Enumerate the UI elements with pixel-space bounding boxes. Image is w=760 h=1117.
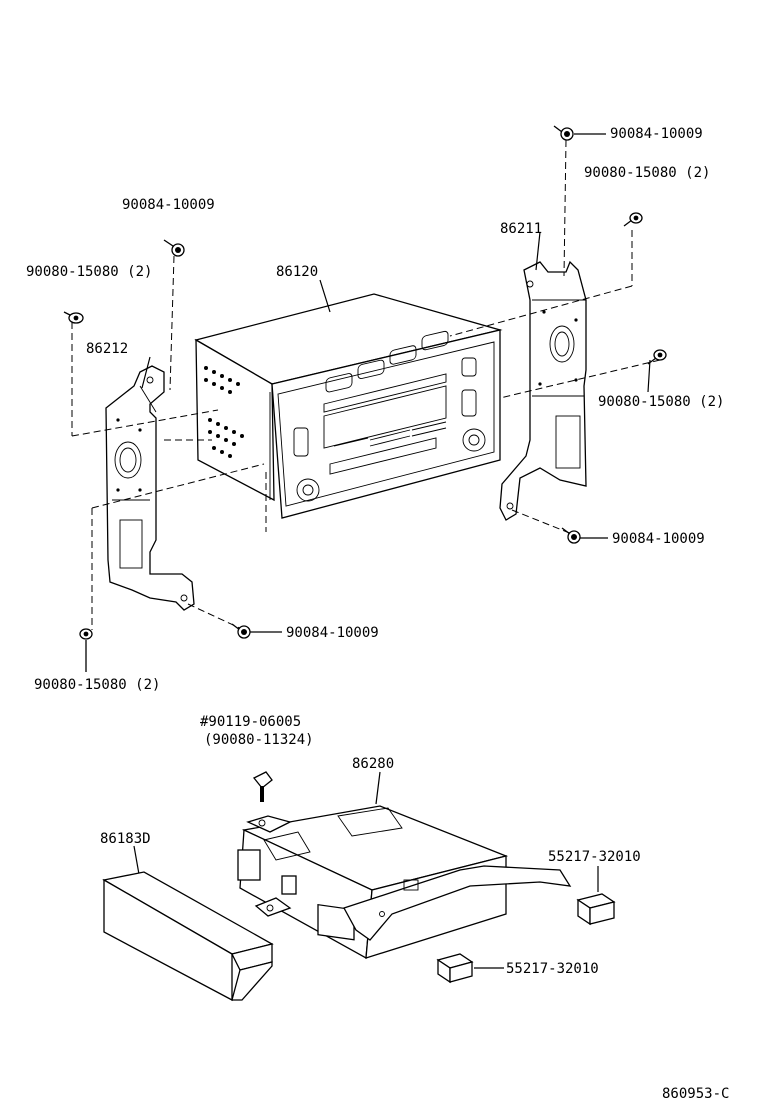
bolt-top-right <box>553 125 574 141</box>
screw-right <box>647 349 667 365</box>
fasteners <box>63 125 667 672</box>
changer-bolt <box>252 771 273 802</box>
label-bracket-right: 86211 <box>500 221 542 237</box>
cushion-upper <box>576 893 616 926</box>
screw-left <box>63 311 84 324</box>
left-bracket <box>105 365 195 611</box>
label-screw-right: 90080-15080 (2) <box>598 394 724 410</box>
label-changer: 86280 <box>352 756 394 772</box>
bolt-left-lower <box>231 623 251 639</box>
part-labels: 86120 86211 86212 86280 86183D 90084-100… <box>26 126 729 1102</box>
leader-lines <box>133 133 651 969</box>
bolt-top-left <box>163 239 185 257</box>
radio-head-unit <box>194 293 503 519</box>
label-diagram-code: 860953-C <box>662 1086 729 1102</box>
label-changer-bolt-1: #90119-06005 <box>200 714 301 730</box>
label-radio: 86120 <box>276 264 318 280</box>
label-cushion-upper: 55217-32010 <box>548 849 641 865</box>
screw-left-lower <box>79 628 93 672</box>
label-bracket-left: 86212 <box>86 341 128 357</box>
label-bolt-left-lower: 90084-10009 <box>286 625 379 641</box>
label-bolt-right-lower: 90084-10009 <box>612 531 705 547</box>
label-screw-top-right: 90080-15080 (2) <box>584 165 710 181</box>
cover-panel <box>102 871 274 1002</box>
label-cushion-lower: 55217-32010 <box>506 961 599 977</box>
right-bracket <box>499 260 587 521</box>
label-cover: 86183D <box>100 831 151 847</box>
cushion-lower <box>436 953 474 984</box>
label-bolt-top-right: 90084-10009 <box>610 126 703 142</box>
cd-changer <box>237 805 572 960</box>
bolt-right-lower <box>561 527 581 544</box>
label-changer-bolt-2: (90080-11324) <box>204 732 314 748</box>
assembly-lines <box>71 139 661 631</box>
label-bolt-top-left: 90084-10009 <box>122 197 215 213</box>
label-screw-left-lower: 90080-15080 (2) <box>34 677 160 693</box>
screw-top-right <box>623 212 643 227</box>
label-screw-left: 90080-15080 (2) <box>26 264 152 280</box>
